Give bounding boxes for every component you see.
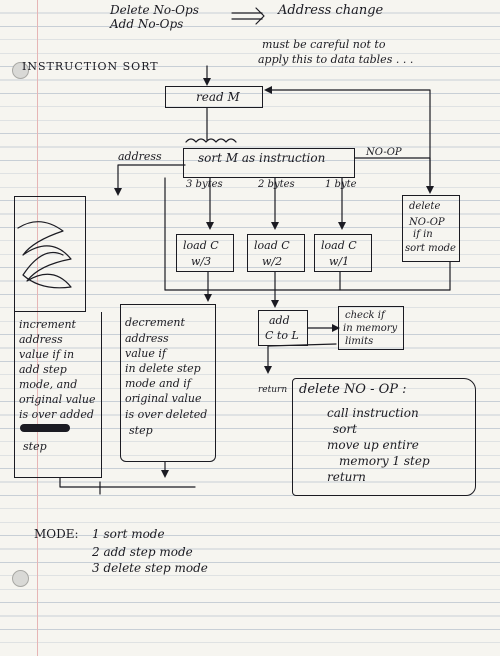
load-c-w2-line1: load C	[254, 239, 290, 252]
branch-1-byte: 1 byte	[325, 179, 357, 190]
load-c-w1-line1: load C	[321, 239, 357, 252]
load-c-w2-box: load C w/2	[247, 234, 305, 272]
routine-line1: call instruction	[327, 406, 419, 420]
load-c-w3-line1: load C	[183, 239, 219, 252]
decrement-line4: in delete step	[125, 362, 201, 375]
routine-line2: sort	[333, 422, 357, 436]
decrement-line3: value if	[125, 347, 166, 360]
read-m-box: read M	[165, 86, 263, 108]
decrement-line6: original value	[125, 392, 202, 405]
delete-noop-line2: NO-OP	[409, 217, 445, 228]
binder-hole-bottom	[12, 570, 29, 587]
header-note-line2: apply this to data tables . . .	[258, 53, 414, 66]
delete-noop-line1: delete	[409, 201, 441, 212]
increment-line8: step	[23, 440, 47, 453]
decrement-top-rail	[120, 304, 216, 305]
decrement-line5: mode and if	[125, 377, 191, 390]
modes-label: MODE:	[34, 527, 79, 541]
routine-title: delete NO - OP :	[299, 382, 407, 397]
check-line1: check if	[345, 310, 385, 321]
decrement-address-box: decrement address value if in delete ste…	[120, 304, 216, 462]
sort-m-box: sort M as instruction	[183, 148, 355, 178]
delete-noop-box: delete NO-OP if in sort mode	[402, 195, 460, 262]
mode-3: 3 delete step mode	[92, 561, 208, 575]
increment-line5: mode, and	[19, 378, 78, 391]
decrement-line1: decrement	[125, 316, 185, 329]
increment-line3: value if in	[19, 348, 75, 361]
increment-line2: address	[19, 333, 63, 346]
delete-noop-routine-box: delete NO - OP : call instruction sort m…	[292, 378, 476, 496]
binder-hole-top	[12, 62, 29, 79]
load-c-w1-box: load C w/1	[314, 234, 372, 272]
check-memory-limits-box: check if in memory limits	[338, 306, 404, 350]
increment-line1: increment	[19, 318, 76, 331]
routine-line3: move up entire	[327, 438, 419, 452]
increment-line6: original value	[19, 393, 96, 406]
header-address-change: Address change	[278, 3, 384, 18]
branch-address: address	[118, 150, 162, 163]
mode-1: 1 sort mode	[92, 527, 165, 541]
load-c-w3-box: load C w/3	[176, 234, 234, 272]
return-label: return	[258, 385, 288, 395]
branch-2-bytes: 2 bytes	[258, 179, 295, 190]
check-line2: in memory	[343, 323, 398, 334]
load-c-w2-line2: w/2	[262, 255, 283, 268]
header-note-line1: must be careful not to	[262, 38, 386, 51]
routine-line5: return	[327, 470, 366, 484]
decrement-line2: address	[125, 332, 169, 345]
add-c-to-l-box: add C to L	[258, 310, 308, 346]
branch-3-bytes: 3 bytes	[186, 179, 223, 190]
header-delete-noops: Delete No-Ops	[110, 3, 199, 17]
load-c-w1-line2: w/1	[329, 255, 350, 268]
delete-noop-line3: if in	[413, 229, 433, 240]
page-title: INSTRUCTION SORT	[22, 60, 159, 73]
add-c-to-l-line1: add	[269, 314, 290, 327]
increment-address-box: increment address value if in add step m…	[14, 312, 102, 478]
sort-m-label: sort M as instruction	[198, 151, 326, 165]
decrement-line8: step	[129, 424, 153, 437]
decrement-line7: is over deleted	[125, 408, 208, 421]
header-add-noops: Add No-Ops	[110, 17, 184, 31]
increment-line7: is over added	[19, 408, 94, 421]
add-c-to-l-line2: C to L	[265, 329, 299, 342]
mode-2: 2 add step mode	[92, 545, 193, 559]
delete-noop-line4: sort mode	[405, 243, 456, 254]
branch-no-op: NO-OP	[366, 147, 402, 158]
read-m-label: read M	[196, 90, 240, 104]
check-line3: limits	[345, 336, 374, 347]
increment-top-rail	[14, 196, 86, 312]
load-c-w3-line2: w/3	[191, 255, 212, 268]
increment-scribble	[20, 424, 70, 432]
increment-line4: add step	[19, 363, 67, 376]
routine-line4: memory 1 step	[339, 454, 430, 468]
